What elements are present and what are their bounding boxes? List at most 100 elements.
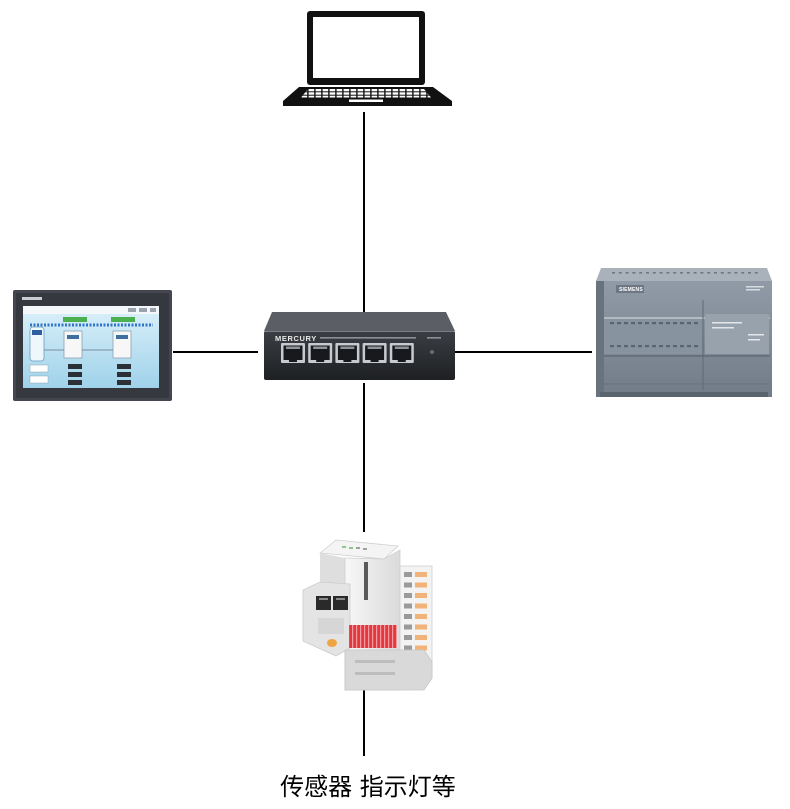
hmi-readout: [68, 364, 82, 369]
switch-port: [362, 343, 387, 363]
hmi-button: [29, 364, 49, 373]
plc-terminal-slots: [610, 322, 698, 348]
io-terminal-clamp: [415, 593, 427, 598]
plc-vent-slot: [652, 272, 656, 274]
switch-port-opening: [337, 345, 357, 360]
io-terminal-hole: [404, 593, 412, 598]
plc-vent-slot: [666, 272, 670, 274]
plc-cpu-label: [712, 322, 742, 324]
hmi-tank: [29, 326, 45, 362]
plc-vent-slot: [612, 272, 615, 274]
plc-cpu-label: [748, 334, 764, 336]
switch-port-latch-slot: [316, 359, 325, 362]
ethernet-switch-icon: MERCURY: [264, 312, 455, 380]
plc-vent-slot: [720, 272, 724, 274]
plc-vent-slot: [625, 272, 629, 274]
io-terminal-clamp: [415, 582, 427, 588]
plc-model-label: [746, 289, 760, 291]
plc-vent-slot: [639, 272, 643, 274]
switch-port: [281, 343, 305, 363]
switch-port-latch-slot: [370, 359, 379, 362]
io-terminal-hole: [404, 645, 412, 651]
io-ethernet-port-contacts: [336, 598, 345, 600]
io-ethernet-port-contacts: [319, 598, 328, 600]
plc-vent-slot: [680, 272, 683, 274]
hmi-machine-panel: [116, 335, 128, 339]
io-terminal-clamp: [415, 572, 427, 577]
plc-terminal-slot: [631, 345, 635, 348]
plc-terminal-slot: [666, 345, 670, 348]
io-top-face: [318, 539, 399, 560]
hmi-screen-header: [23, 306, 159, 314]
hmi-header-item: [128, 308, 136, 312]
plc-brand-logo: SIEMENS: [619, 287, 643, 293]
switch-port-opening: [392, 345, 412, 360]
plc-top-vents: [612, 272, 758, 274]
io-terminal-clamp: [415, 635, 427, 640]
plc-model-label: [746, 286, 764, 288]
switch-power-led: [430, 350, 434, 354]
plc-terminal-slot: [673, 345, 677, 348]
plc-terminal-slot: [680, 322, 684, 325]
plc-vent-slot: [686, 272, 690, 274]
plc-vent-slot: [618, 272, 622, 274]
laptop-keyboard: [301, 89, 431, 98]
plc-vent-slot: [693, 272, 697, 274]
plc-terminal-slot: [645, 322, 649, 325]
plc-vent-slot: [714, 272, 717, 274]
plc-terminal-slot: [624, 322, 628, 325]
plc-terminal-slot: [694, 322, 698, 325]
switch-port: [308, 343, 333, 363]
io-terminal-hole: [404, 572, 412, 577]
io-status-led: [342, 546, 346, 548]
switch-brand-logo: MERCURY: [275, 334, 317, 343]
plc-terminal-slot: [687, 322, 691, 325]
hmi-readout: [117, 380, 131, 385]
plc-vent-slot: [673, 272, 677, 274]
switch-top-surface: [264, 312, 455, 331]
plc-top-edge: [596, 268, 772, 281]
io-terminal-hole: [404, 624, 412, 630]
switch-port-opening: [365, 345, 385, 360]
switch-ports: [281, 343, 414, 363]
plc-brand-plate: [616, 285, 644, 293]
io-status-led: [356, 547, 360, 549]
io-terminal-clamp: [415, 603, 427, 609]
plc-vent-slot: [700, 272, 704, 274]
plc-cpu-label: [748, 339, 760, 341]
io-status-led: [363, 548, 367, 550]
plc-vent-slot: [727, 272, 731, 274]
laptop-screen: [313, 17, 419, 78]
io-top-left-face: [320, 553, 345, 588]
plc-terminal-slot: [617, 345, 621, 348]
laptop-trackpad: [349, 99, 383, 102]
plc-terminal-slot: [659, 345, 663, 348]
switch-port-latch-slot: [289, 359, 297, 362]
plc-terminal-slot: [673, 322, 677, 325]
io-orange-knob: [327, 639, 337, 647]
plc-terminal-slot: [638, 345, 642, 348]
plc-terminal-slot: [638, 322, 642, 325]
hmi-readout: [68, 380, 82, 385]
io-red-indicator-band: [349, 625, 397, 648]
connection-lines: [173, 112, 592, 756]
plc-vent-slot: [748, 272, 751, 274]
switch-port-contacts: [340, 346, 355, 349]
io-terminal-hole: [404, 635, 412, 640]
remote-io-module-icon: [302, 539, 433, 691]
hmi-readout: [117, 364, 131, 369]
plc-terminal-slot: [631, 322, 635, 325]
hmi-tank-level: [32, 330, 42, 335]
hmi-machine-panel: [67, 335, 79, 339]
plc-terminal-slot: [610, 322, 614, 325]
hmi-header-item: [150, 308, 156, 312]
io-terminal-clamp: [415, 624, 427, 630]
io-terminal-clamp: [415, 614, 427, 619]
hmi-brand-logo: [22, 297, 42, 300]
io-base: [344, 649, 433, 691]
field-devices-caption: 传感器 指示灯等: [280, 773, 456, 801]
plc-terminal-slot: [652, 322, 656, 325]
laptop-icon: [283, 11, 452, 106]
io-power-block: [318, 618, 344, 634]
